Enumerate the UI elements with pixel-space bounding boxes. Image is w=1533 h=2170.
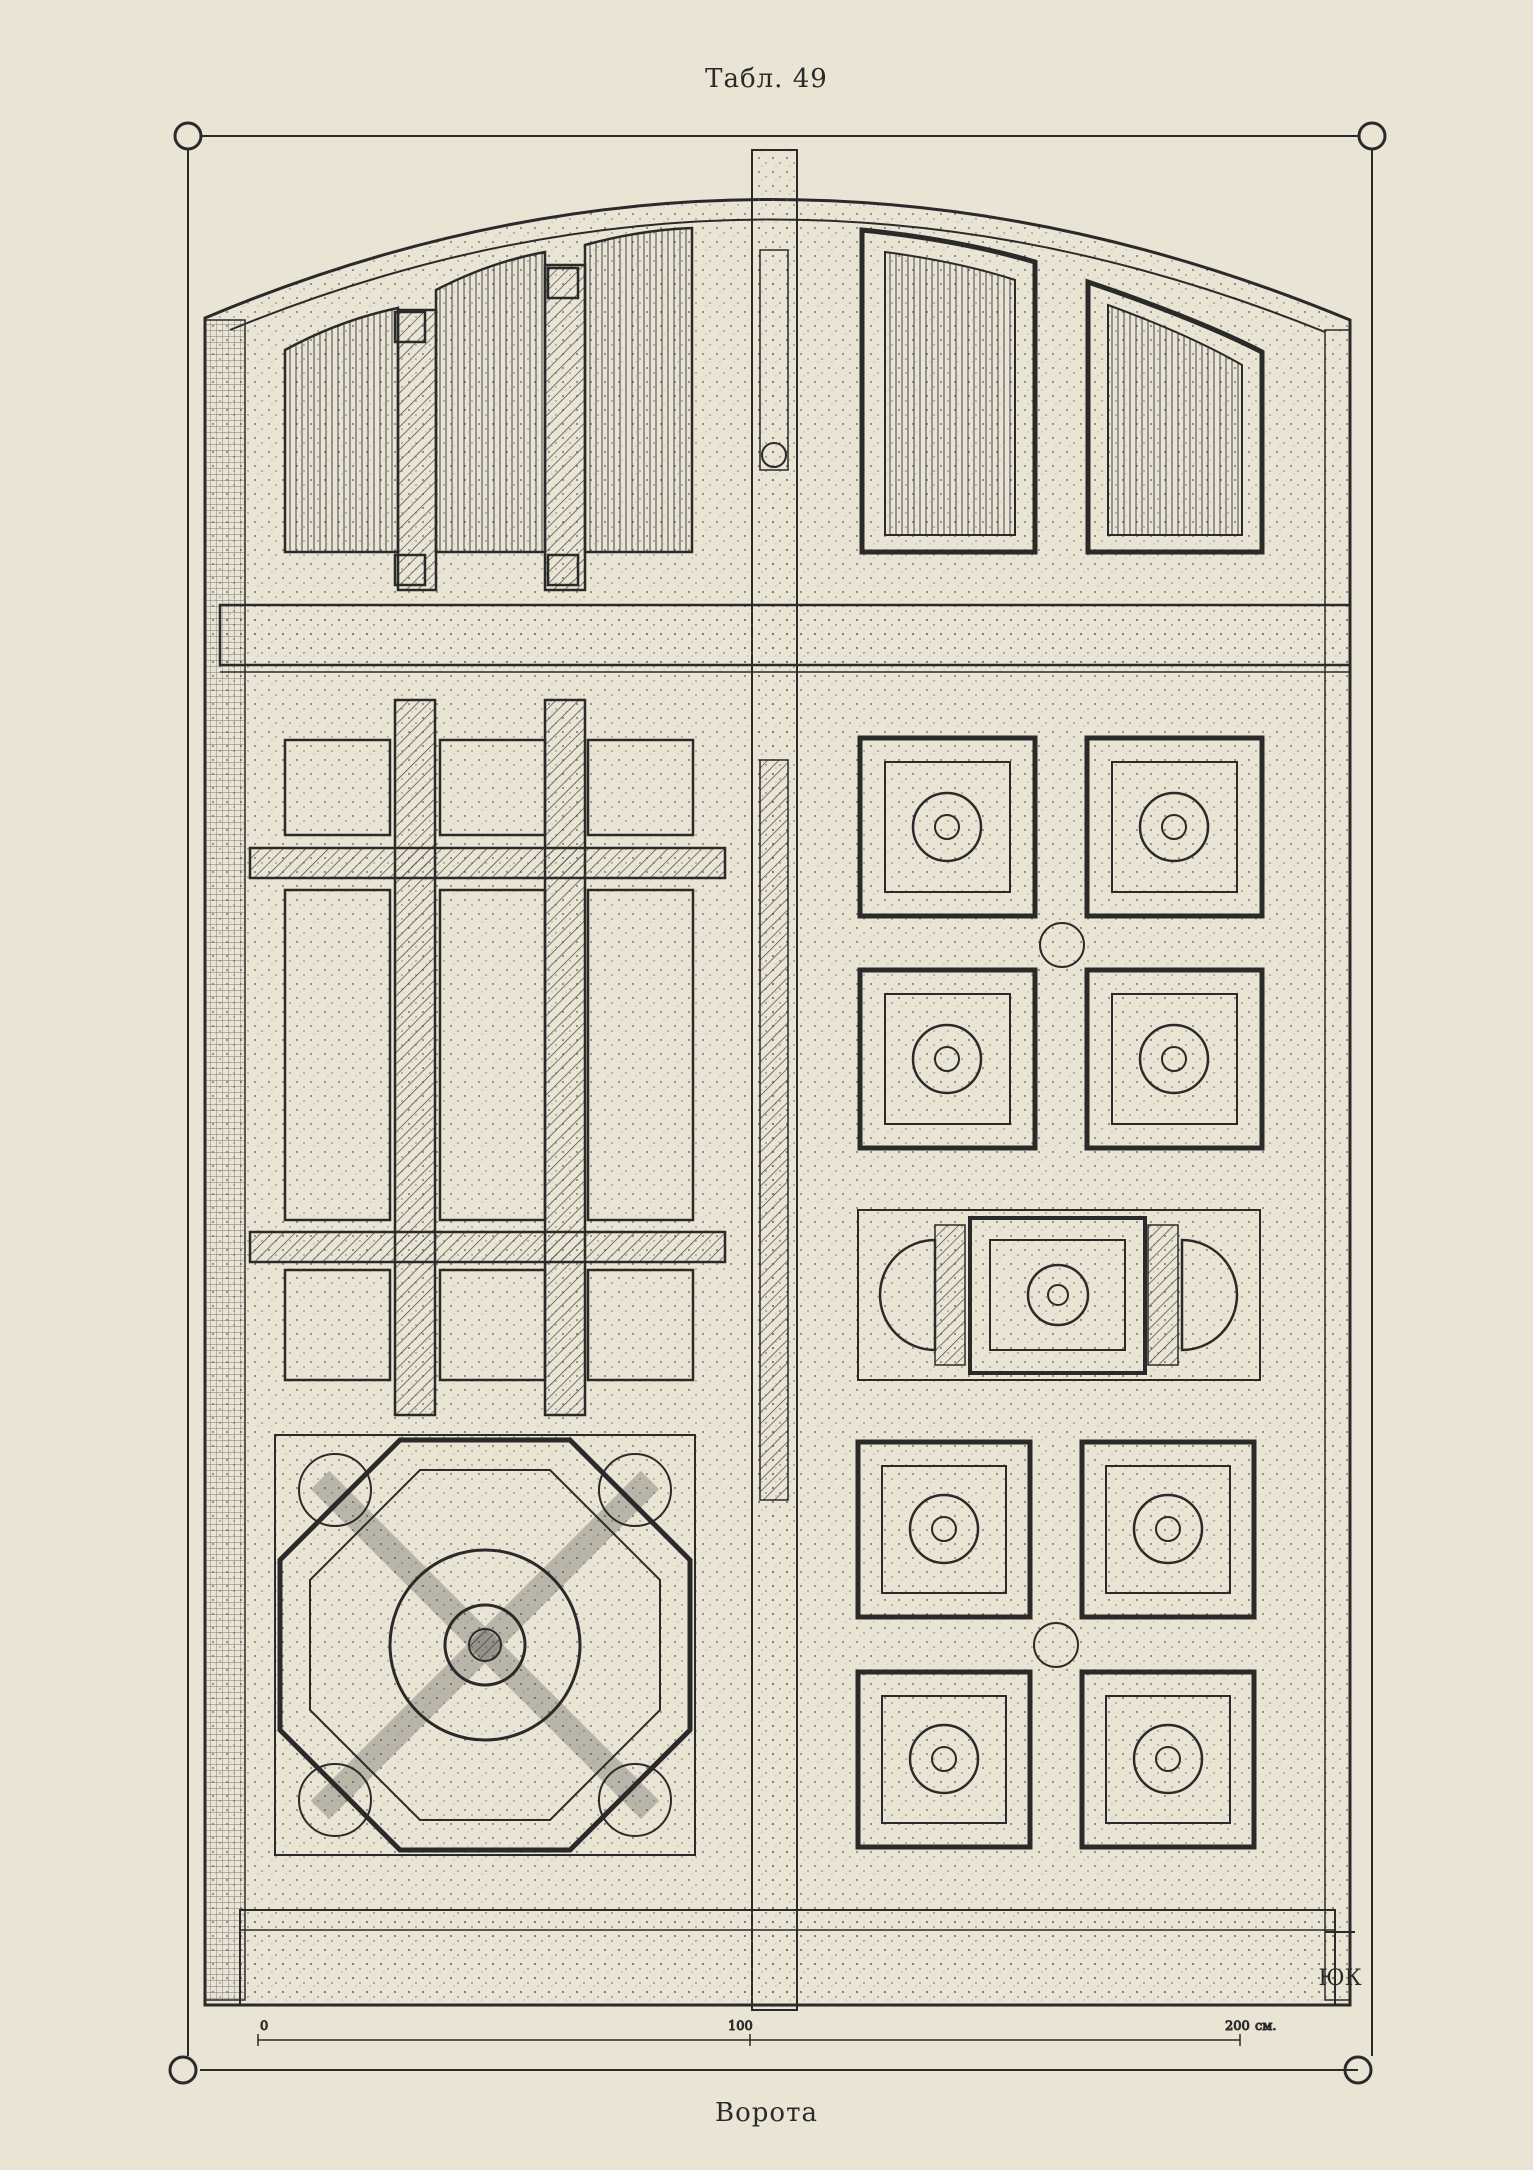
scale-tick-0: 0 bbox=[260, 2019, 268, 2034]
left-door-panels bbox=[248, 698, 727, 1417]
upper-right-panels bbox=[859, 227, 1265, 555]
right-coffer-group-upper bbox=[857, 735, 1265, 1151]
scale-tick-100: 100 bbox=[728, 2019, 753, 2034]
right-coffer-group-lower bbox=[855, 1439, 1257, 1850]
monogram: ЮК bbox=[1318, 1931, 1362, 1991]
scale-unit: см. bbox=[1255, 2019, 1277, 2034]
monogram-text: ЮК bbox=[1318, 1966, 1361, 1991]
outer-frame bbox=[168, 121, 1387, 2085]
figure-caption: Ворота bbox=[715, 2098, 818, 2128]
scale-tick-200: 200 bbox=[1225, 2019, 1250, 2034]
scale-bar: 0 100 200 см. bbox=[257, 2019, 1277, 2046]
right-middle-panel bbox=[857, 1209, 1261, 1381]
octagon-panel bbox=[274, 1434, 696, 1856]
upper-left-panels bbox=[283, 226, 694, 592]
plate-title: Табл. 49 bbox=[705, 64, 828, 94]
gate-body bbox=[203, 149, 1352, 2011]
